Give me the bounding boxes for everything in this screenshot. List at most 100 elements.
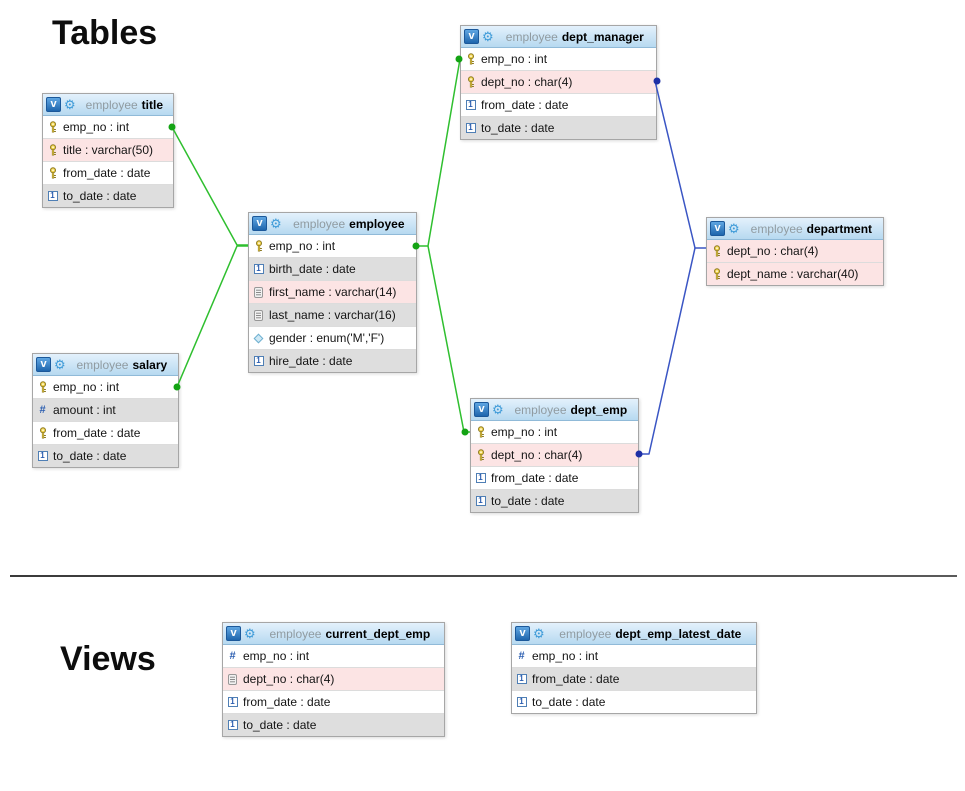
column-row[interactable]: dept_no : char(4) bbox=[223, 667, 444, 690]
key-icon bbox=[37, 427, 48, 439]
schema-label: employee bbox=[750, 221, 803, 236]
column-row[interactable]: last_name : varchar(16) bbox=[249, 303, 416, 326]
column-row[interactable]: dept_no : char(4) bbox=[471, 443, 638, 466]
column-row[interactable]: emp_no : int bbox=[249, 235, 416, 257]
gear-icon: ⚙ bbox=[482, 29, 494, 44]
column-row[interactable]: emp_no : int bbox=[33, 376, 178, 398]
column-label: emp_no : int bbox=[491, 425, 558, 439]
column-label: from_date : date bbox=[53, 426, 141, 440]
date-icon: 1 bbox=[475, 473, 486, 483]
date-icon: 1 bbox=[465, 123, 476, 133]
column-label: birth_date : date bbox=[269, 262, 356, 276]
table-name-label: current_dept_emp bbox=[325, 626, 431, 641]
column-row[interactable]: first_name : varchar(14) bbox=[249, 280, 416, 303]
column-row[interactable]: from_date : date bbox=[33, 421, 178, 444]
v-badge-icon: v bbox=[252, 216, 267, 231]
column-label: gender : enum('M','F') bbox=[269, 331, 385, 345]
column-label: dept_no : char(4) bbox=[491, 448, 583, 462]
relation-line-blue bbox=[637, 247, 696, 455]
column-label: emp_no : int bbox=[53, 380, 120, 394]
column-label: emp_no : int bbox=[269, 239, 336, 253]
column-label: to_date : date bbox=[243, 718, 317, 732]
column-row[interactable]: # amount : int bbox=[33, 398, 178, 421]
column-label: hire_date : date bbox=[269, 354, 353, 368]
column-row[interactable]: 1 from_date : date bbox=[461, 93, 656, 116]
date-icon: 1 bbox=[465, 100, 476, 110]
column-label: title : varchar(50) bbox=[63, 143, 154, 157]
column-row[interactable]: #emp_no : int bbox=[512, 645, 756, 667]
relation-line-green bbox=[415, 58, 461, 247]
enum-icon bbox=[253, 333, 264, 343]
column-label: amount : int bbox=[53, 403, 116, 417]
column-row[interactable]: gender : enum('M','F') bbox=[249, 326, 416, 349]
column-row[interactable]: emp_no : int bbox=[43, 116, 173, 138]
relation-line-green bbox=[171, 126, 248, 246]
column-row[interactable]: emp_no : int bbox=[461, 48, 656, 70]
numeric-icon: # bbox=[518, 650, 525, 662]
schema-label: employee bbox=[85, 97, 138, 112]
column-label: to_date : date bbox=[491, 494, 565, 508]
date-icon: 1 bbox=[37, 451, 48, 461]
text-icon bbox=[253, 309, 264, 321]
relation-endpoint-dot bbox=[461, 428, 469, 436]
numeric-icon: # bbox=[39, 404, 46, 416]
table-name-label: dept_emp bbox=[570, 402, 628, 417]
column-row[interactable]: dept_name : varchar(40) bbox=[707, 262, 883, 285]
column-label: from_date : date bbox=[481, 98, 569, 112]
tables-section-heading: Tables bbox=[52, 14, 158, 52]
relation-line-green bbox=[176, 245, 248, 388]
schema-label: employee bbox=[505, 29, 558, 44]
gear-icon: ⚙ bbox=[270, 216, 282, 231]
column-row[interactable]: # emp_no : int bbox=[223, 645, 444, 667]
column-label: emp_no : int bbox=[243, 649, 310, 663]
column-row[interactable]: emp_no : int bbox=[471, 421, 638, 443]
column-row[interactable]: 1 from_date : date bbox=[223, 690, 444, 713]
column-label: dept_no : char(4) bbox=[727, 244, 819, 258]
column-row[interactable]: from_date : date bbox=[43, 161, 173, 184]
column-row[interactable]: title : varchar(50) bbox=[43, 138, 173, 161]
column-row[interactable]: dept_no : char(4) bbox=[461, 70, 656, 93]
numeric-icon: # bbox=[229, 650, 236, 662]
text-icon bbox=[253, 286, 264, 298]
views-section-heading: Views bbox=[60, 640, 156, 678]
date-icon: 1 bbox=[227, 697, 238, 707]
column-label: to_date : date bbox=[63, 189, 137, 203]
key-icon bbox=[475, 426, 486, 438]
column-label: from_date : date bbox=[243, 695, 331, 709]
column-row[interactable]: dept_no : char(4) bbox=[707, 240, 883, 262]
key-icon bbox=[465, 53, 476, 65]
column-label: emp_no : int bbox=[63, 120, 130, 134]
column-label: dept_name : varchar(40) bbox=[727, 267, 859, 281]
key-icon bbox=[475, 449, 486, 461]
